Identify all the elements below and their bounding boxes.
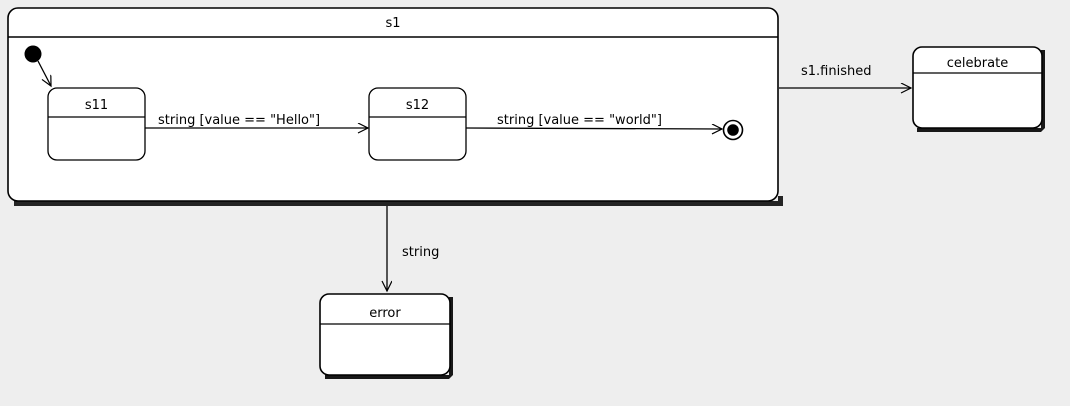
state-error-title: error xyxy=(369,306,401,321)
state-s12[interactable]: s12 xyxy=(368,87,467,161)
state-s11-body xyxy=(47,87,146,161)
final-state-inner-dot xyxy=(727,124,739,136)
state-celebrate-body xyxy=(912,46,1043,129)
state-s12-title: s12 xyxy=(406,98,429,113)
transition-s11-to-s12-label: string [value == "Hello"] xyxy=(158,113,320,128)
state-s11-title: s11 xyxy=(85,98,108,113)
final-state[interactable] xyxy=(722,119,744,141)
state-s11[interactable]: s11 xyxy=(47,87,146,161)
state-celebrate-title: celebrate xyxy=(947,56,1008,71)
transition-s11-to-s12[interactable]: string [value == "Hello"] xyxy=(145,113,368,128)
transition-s1-to-error[interactable]: string xyxy=(387,206,439,291)
transition-initial-to-s11[interactable] xyxy=(37,60,51,86)
transition-s12-to-final[interactable]: string [value == "world"] xyxy=(465,113,722,129)
transition-s1-to-error-label: string xyxy=(402,245,439,260)
composite-state-s1-title: s1 xyxy=(385,16,400,31)
state-error-body xyxy=(319,293,451,376)
state-celebrate[interactable]: celebrate xyxy=(912,46,1045,132)
initial-state-dot[interactable] xyxy=(24,45,42,63)
transition-s1-to-celebrate[interactable]: s1.finished xyxy=(779,64,911,88)
state-s12-body xyxy=(368,87,467,161)
transition-s12-to-final-line xyxy=(465,128,722,129)
transition-s1-to-celebrate-label: s1.finished xyxy=(801,64,871,79)
transition-s12-to-final-label: string [value == "world"] xyxy=(497,113,662,128)
state-error[interactable]: error xyxy=(319,293,453,379)
